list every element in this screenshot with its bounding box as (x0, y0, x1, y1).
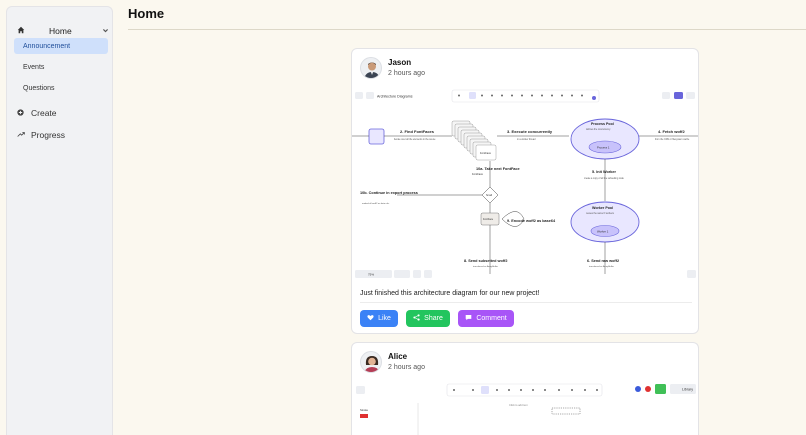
post-author[interactable]: Alice (388, 352, 408, 361)
avatar[interactable] (360, 57, 382, 79)
sidebar-item-progress[interactable]: Progress (17, 127, 109, 143)
svg-text:defines the concurrency: defines the concurrency (586, 128, 611, 131)
plus-circle-icon (17, 108, 31, 118)
svg-text:reuses the same N workers: reuses the same N workers (586, 212, 615, 215)
share-button[interactable]: Share (406, 310, 450, 327)
comment-button[interactable]: Comment (458, 310, 514, 327)
post-image[interactable]: Library Click to add text Stroke (352, 383, 698, 435)
svg-text:Small: Small (486, 194, 492, 197)
share-label: Share (424, 315, 443, 322)
svg-text:embed all woff2 as data urls: embed all woff2 as data urls (362, 202, 390, 205)
header-divider (128, 29, 806, 30)
page-title: Home (128, 6, 165, 21)
doc-title: Architecture Diagrams (377, 95, 413, 99)
like-label: Like (378, 315, 391, 322)
sidebar-item-home[interactable]: Home (17, 23, 109, 39)
sidebar-item-progress-label: Progress (31, 130, 66, 140)
svg-text:FontFace: FontFace (480, 151, 492, 155)
svg-text:5. Init Worker: 5. Init Worker (592, 170, 617, 174)
svg-text:4. Fetch woff2: 4. Fetch woff2 (658, 129, 685, 134)
sidebar-item-events[interactable]: Events (23, 63, 45, 71)
svg-text:9. Encode woff2 as base64: 9. Encode woff2 as base64 (507, 219, 556, 223)
avatar[interactable] (360, 351, 382, 373)
sidebar-panel: Home Announcement Events Questions Creat… (6, 6, 113, 435)
svg-text:10b. Continue in export proces: 10b. Continue in export process (360, 191, 418, 195)
svg-text:3. Execute concurrently: 3. Execute concurrently (507, 129, 553, 134)
sidebar: Home Announcement Events Questions Creat… (0, 0, 115, 435)
sidebar-item-questions[interactable]: Questions (23, 84, 55, 92)
svg-text:in a worker thread: in a worker thread (517, 138, 536, 141)
post-divider (360, 302, 692, 303)
post-text: Just finished this architecture diagram … (360, 290, 540, 297)
trend-up-icon (17, 131, 31, 140)
svg-text:Worker 1: Worker 1 (597, 230, 609, 234)
heart-icon (367, 314, 374, 323)
post-card: Jason 2 hours ago Architecture Diagrams (351, 48, 699, 334)
svg-text:transferred as ArrayBuffer: transferred as ArrayBuffer (473, 265, 498, 268)
svg-text:6. Send raw woff2: 6. Send raw woff2 (587, 259, 619, 263)
svg-text:Library: Library (682, 388, 693, 392)
svg-text:FontFace: FontFace (483, 218, 494, 221)
svg-text:Process 1: Process 1 (597, 146, 610, 150)
post-image[interactable]: Architecture Diagrams 2. Find FontFaces … (352, 89, 698, 282)
sidebar-item-create-label: Create (31, 108, 57, 118)
like-button[interactable]: Like (360, 310, 398, 327)
svg-text:2. Find FontFaces: 2. Find FontFaces (400, 129, 435, 134)
svg-text:8. Send subsetted woff2: 8. Send subsetted woff2 (464, 259, 507, 263)
comment-icon (465, 314, 472, 323)
svg-text:Stroke: Stroke (360, 408, 369, 412)
sidebar-item-create[interactable]: Create (17, 105, 109, 121)
post-card: Alice 2 hours ago Library Click to add t… (351, 342, 699, 435)
svg-text:create a copy of all the subse: create a copy of all the subsetting code (584, 177, 625, 180)
post-timestamp: 2 hours ago (388, 70, 425, 77)
sidebar-item-announcement[interactable]: Announcement (14, 38, 108, 54)
share-icon (413, 314, 420, 323)
post-timestamp: 2 hours ago (388, 364, 425, 371)
svg-text:transferred as ArrayBuffer: transferred as ArrayBuffer (589, 265, 614, 268)
svg-text:Iterate over all the elements: Iterate over all the elements in the sce… (394, 138, 436, 141)
home-icon (17, 26, 29, 36)
svg-text:10a. Take next FontFace: 10a. Take next FontFace (476, 167, 520, 171)
svg-text:FontFace: FontFace (472, 172, 484, 176)
post-author[interactable]: Jason (388, 58, 412, 67)
chevron-down-icon[interactable] (102, 27, 109, 36)
sidebar-item-home-label: Home (49, 26, 72, 36)
comment-label: Comment (476, 315, 507, 322)
svg-text:Click to add text: Click to add text (509, 403, 528, 407)
svg-text:from the CDN or filesystem cac: from the CDN or filesystem cache (655, 138, 690, 141)
svg-text:75%: 75% (368, 273, 374, 277)
svg-text:Worker Pool: Worker Pool (592, 206, 613, 210)
svg-text:Process Pool: Process Pool (591, 122, 614, 126)
